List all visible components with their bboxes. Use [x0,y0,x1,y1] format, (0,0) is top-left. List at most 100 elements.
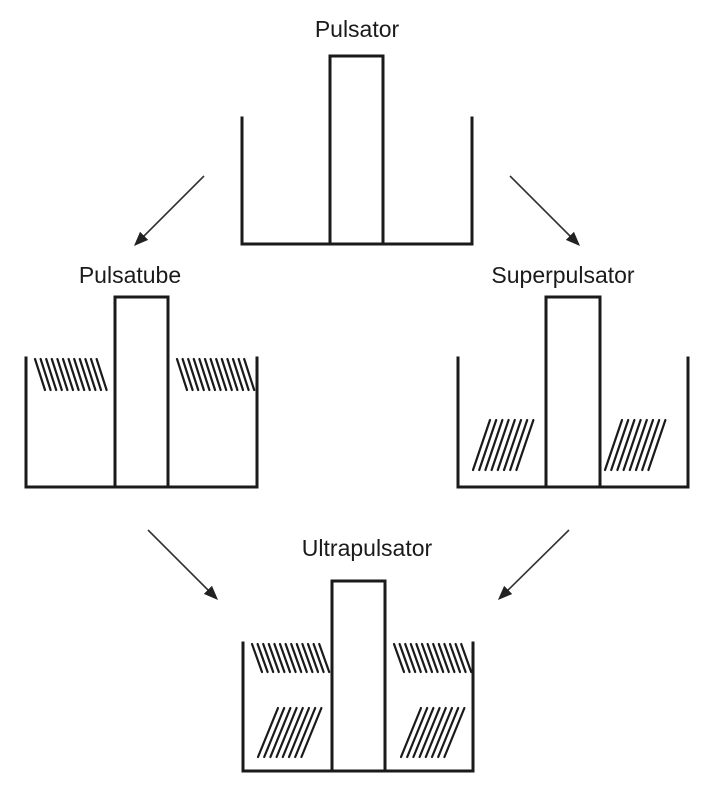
ultrapulsator-tank [241,641,475,773]
plate-stroke [634,418,655,472]
plate-stroke [502,418,523,472]
baffle-stroke [398,642,411,674]
baffle-stroke [45,357,58,392]
superpulsator-lower-plates-left [471,418,535,472]
baffle-stroke [33,357,47,392]
pulsator-unit: Pulsator [240,16,474,246]
pulsatube-upper-baffles-left [33,357,108,392]
ultrapulsator-unit: Ultrapulsator [241,535,475,773]
baffle-stroke [95,357,108,392]
baffle-stroke [209,357,222,392]
baffle-stroke [415,642,428,674]
ultrapulsator-upper-baffles-right [392,642,473,674]
ultrapulsator-lower-plates-right [399,706,466,759]
plate-stroke [478,418,498,472]
baffle-stroke [231,357,245,392]
plate-stroke [641,418,661,472]
plate-stroke [610,418,630,472]
baffle-stroke [226,357,239,392]
baffle-stroke [278,642,292,674]
ultrapulsator-upper-baffles-left [250,642,331,674]
baffle-stroke [295,642,308,674]
baffle-stroke [250,642,264,674]
baffle-stroke [392,642,406,674]
arrow-pulsator-to-superpulsator [509,175,581,247]
superpulsator-label: Superpulsator [491,262,635,288]
baffle-stroke [256,642,269,674]
superpulsator-unit: Superpulsator [456,262,690,489]
plate-stroke [281,706,304,759]
baffle-stroke [454,642,467,674]
baffle-stroke [39,357,52,392]
plate-stroke [496,418,516,472]
baffle-stroke [448,642,462,674]
baffle-stroke [187,357,200,392]
ultrapulsator-lower-plates-left [256,706,323,759]
baffle-stroke [175,357,189,392]
baffle-stroke [284,642,297,674]
plate-stroke [515,418,535,472]
plate-stroke [603,418,624,472]
plate-stroke [275,706,298,759]
plate-stroke [269,706,292,759]
plate-stroke [490,418,510,472]
baffle-stroke [237,357,250,392]
plate-stroke [263,706,286,759]
baffle-stroke [84,357,97,392]
baffle-stroke [437,642,450,674]
baffle-stroke [198,357,211,392]
baffle-stroke [273,642,286,674]
plate-stroke [647,418,667,472]
plate-stroke [471,418,492,472]
baffle-stroke [409,642,422,674]
baffle-stroke [192,357,205,392]
baffle-stroke [78,357,91,392]
plate-stroke [509,418,529,472]
baffle-stroke [220,357,233,392]
plate-stroke [484,418,504,472]
ultrapulsator-center-tube [330,579,387,773]
baffle-stroke [420,642,434,674]
baffle-stroke [73,357,86,392]
plate-stroke [287,706,311,759]
baffle-stroke [443,642,456,674]
baffle-stroke [460,642,473,674]
pulsator-tank [240,116,474,246]
plate-stroke [622,418,642,472]
ultrapulsator-label: Ultrapulsator [302,535,433,561]
plate-stroke [256,706,280,759]
plate-stroke [406,706,429,759]
superpulsator-center-tube [544,295,602,489]
baffle-stroke [50,357,63,392]
baffle-stroke [404,642,417,674]
pulsatube-unit: Pulsatube [24,262,259,489]
baffle-stroke [426,642,439,674]
baffle-stroke [312,642,325,674]
plate-stroke [294,706,317,759]
pulsatube-upper-baffles-right [175,357,256,392]
baffle-stroke [290,642,303,674]
plate-stroke [430,706,454,759]
arrow-pulsator-to-pulsatube [133,175,205,247]
pulsatube-label: Pulsatube [79,262,181,288]
baffle-stroke [306,642,320,674]
arrow-superpulsator-to-ultrapulsator [497,529,570,601]
baffle-stroke [301,642,314,674]
baffle-stroke [243,357,256,392]
pulsator-center-tube [328,54,385,246]
plate-stroke [418,706,441,759]
plate-stroke [412,706,435,759]
arrow-pulsatube-to-ultrapulsator [147,529,219,601]
baffle-stroke [61,357,75,392]
plate-stroke [399,706,423,759]
baffle-stroke [215,357,228,392]
pulsator-label: Pulsator [315,16,400,42]
plate-stroke [300,706,323,759]
baffle-stroke [203,357,217,392]
plate-stroke [437,706,460,759]
pulsatube-center-tube [113,295,170,489]
baffle-stroke [318,642,331,674]
baffle-stroke [56,357,69,392]
baffle-stroke [181,357,194,392]
